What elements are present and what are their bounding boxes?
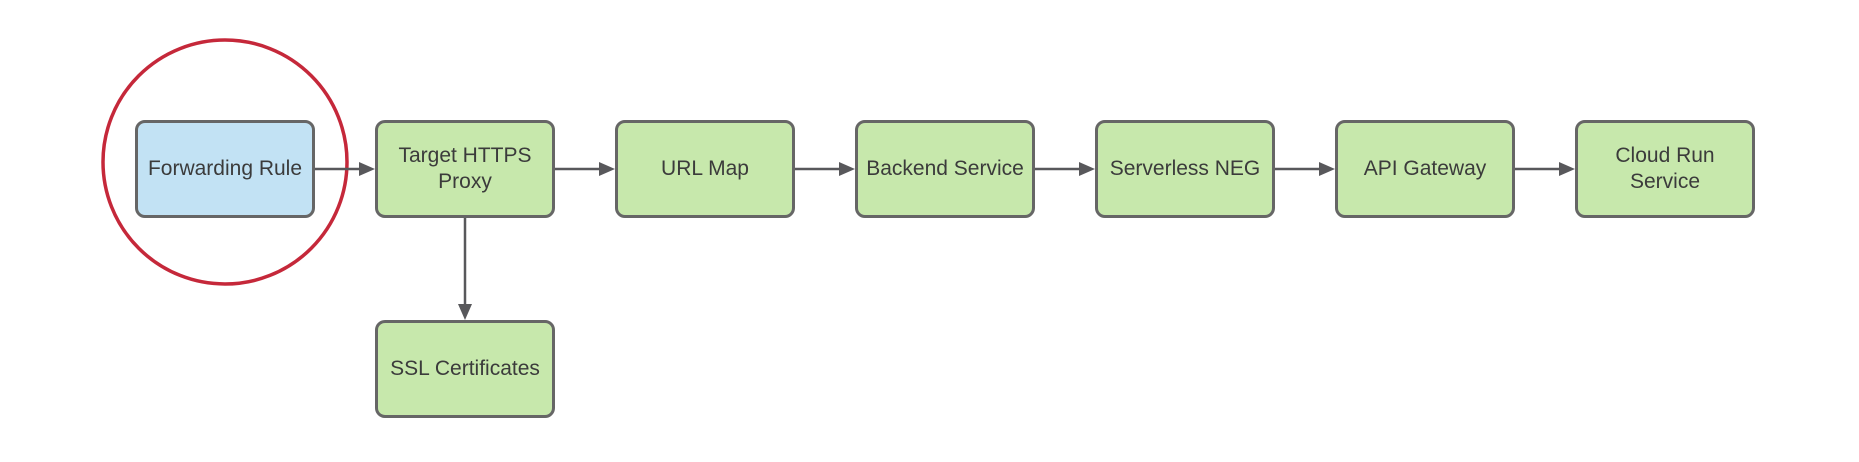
node-backend-service: Backend Service — [855, 120, 1035, 218]
edge-target-https-proxy-to-url-map — [555, 162, 615, 176]
arrowhead-icon — [1559, 162, 1575, 176]
edge-url-map-to-backend-service — [795, 162, 855, 176]
arrowhead-icon — [839, 162, 855, 176]
node-label: Cloud Run Service — [1615, 143, 1715, 193]
node-api-gateway: API Gateway — [1335, 120, 1515, 218]
arrowhead-icon — [1079, 162, 1095, 176]
node-forwarding-rule: Forwarding Rule — [135, 120, 315, 218]
node-label: URL Map — [661, 156, 749, 180]
arrowhead-icon — [599, 162, 615, 176]
node-label: Target HTTPS Proxy — [398, 143, 532, 193]
arrowhead-icon — [359, 162, 375, 176]
edge-backend-service-to-serverless-neg — [1035, 162, 1095, 176]
edge-target-https-proxy-to-ssl-certificates — [458, 218, 472, 320]
arrowhead-icon — [1319, 162, 1335, 176]
node-url-map: URL Map — [615, 120, 795, 218]
node-serverless-neg: Serverless NEG — [1095, 120, 1275, 218]
node-ssl-certificates: SSL Certificates — [375, 320, 555, 418]
node-label: Forwarding Rule — [147, 156, 303, 180]
edge-forwarding-rule-to-target-https-proxy — [315, 162, 375, 176]
node-label: Serverless NEG — [1109, 156, 1261, 180]
node-label: SSL Certificates — [390, 356, 540, 380]
node-cloud-run-service: Cloud Run Service — [1575, 120, 1755, 218]
node-label: Backend Service — [866, 156, 1024, 180]
arrowhead-icon — [458, 304, 472, 320]
highlight-circle — [101, 38, 349, 286]
edge-serverless-neg-to-api-gateway — [1275, 162, 1335, 176]
edge-api-gateway-to-cloud-run-service — [1515, 162, 1575, 176]
node-label: API Gateway — [1363, 156, 1487, 180]
node-target-https-proxy: Target HTTPS Proxy — [375, 120, 555, 218]
